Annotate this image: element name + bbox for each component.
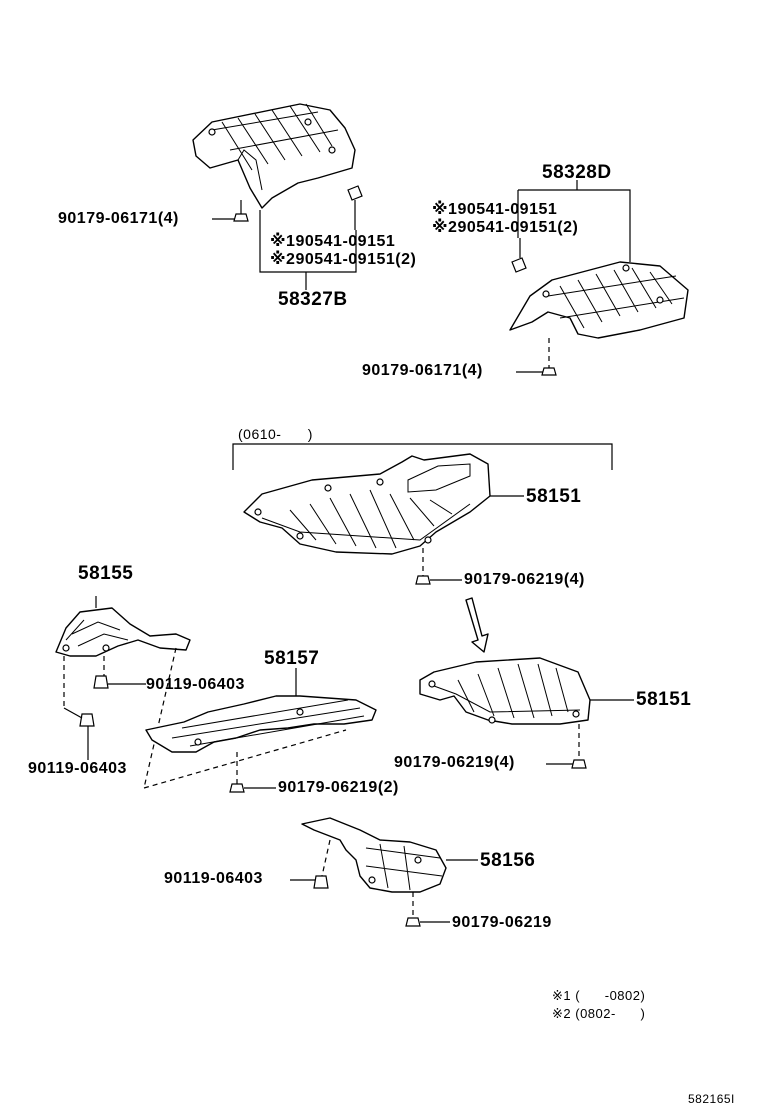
fastener-label[interactable]: 90179-06171(4)	[362, 362, 483, 379]
fastener-label[interactable]: 90179-06219(4)	[464, 571, 585, 588]
fastener-label[interactable]: 90179-06219	[452, 914, 552, 931]
part-label-58156[interactable]: 58156	[480, 850, 536, 871]
figure-id: 582165I	[688, 1092, 735, 1106]
fastener-label[interactable]: 90179-06171(4)	[58, 210, 179, 227]
bolt-icon	[313, 875, 329, 889]
heat-insulator-58155[interactable]	[55, 607, 191, 657]
fastener-label[interactable]: ※290541-09151(2)	[270, 251, 417, 268]
part-label-58157[interactable]: 58157	[264, 648, 320, 669]
fastener-label[interactable]: ※190541-09151	[432, 201, 558, 218]
part-label-58151[interactable]: 58151	[526, 486, 582, 507]
fastener-label[interactable]: 90179-06219(2)	[278, 779, 399, 796]
nut-icon	[233, 200, 249, 222]
heat-insulator-58151-upper[interactable]	[243, 453, 491, 555]
fastener-label[interactable]: 90119-06403	[164, 870, 263, 887]
fastener-label[interactable]: 90119-06403	[28, 760, 127, 777]
note-1: ※1 ( -0802)	[552, 988, 646, 1003]
clip-icon	[347, 185, 363, 230]
fastener-label[interactable]: ※290541-09151(2)	[432, 219, 579, 236]
heat-insulator-58328d[interactable]	[509, 261, 689, 339]
clip-icon	[511, 257, 527, 273]
fastener-label[interactable]: 90179-06219(4)	[394, 754, 515, 771]
bolt-icon	[93, 675, 109, 689]
nut-icon	[229, 783, 245, 793]
nut-icon	[405, 917, 421, 927]
note-2: ※2 (0802- )	[552, 1006, 646, 1021]
nut-icon	[541, 367, 557, 376]
nut-icon	[571, 759, 587, 769]
part-label-58327b[interactable]: 58327B	[278, 289, 348, 310]
heat-insulator-58157[interactable]	[145, 695, 377, 753]
part-label-58328d[interactable]: 58328D	[542, 162, 612, 183]
nut-icon	[415, 575, 431, 585]
date-range-label: (0610- )	[238, 426, 313, 442]
fastener-label[interactable]: ※190541-09151	[270, 233, 396, 250]
bolt-icon	[79, 713, 95, 760]
heat-insulator-58156[interactable]	[301, 817, 447, 893]
heat-insulator-58151-lower[interactable]	[419, 657, 591, 725]
arrow-down-icon	[465, 597, 489, 653]
fastener-label[interactable]: 90119-06403	[146, 676, 245, 693]
part-label-58155[interactable]: 58155	[78, 563, 134, 584]
heat-insulator-58327b[interactable]	[192, 103, 356, 209]
part-label-58151[interactable]: 58151	[636, 689, 692, 710]
